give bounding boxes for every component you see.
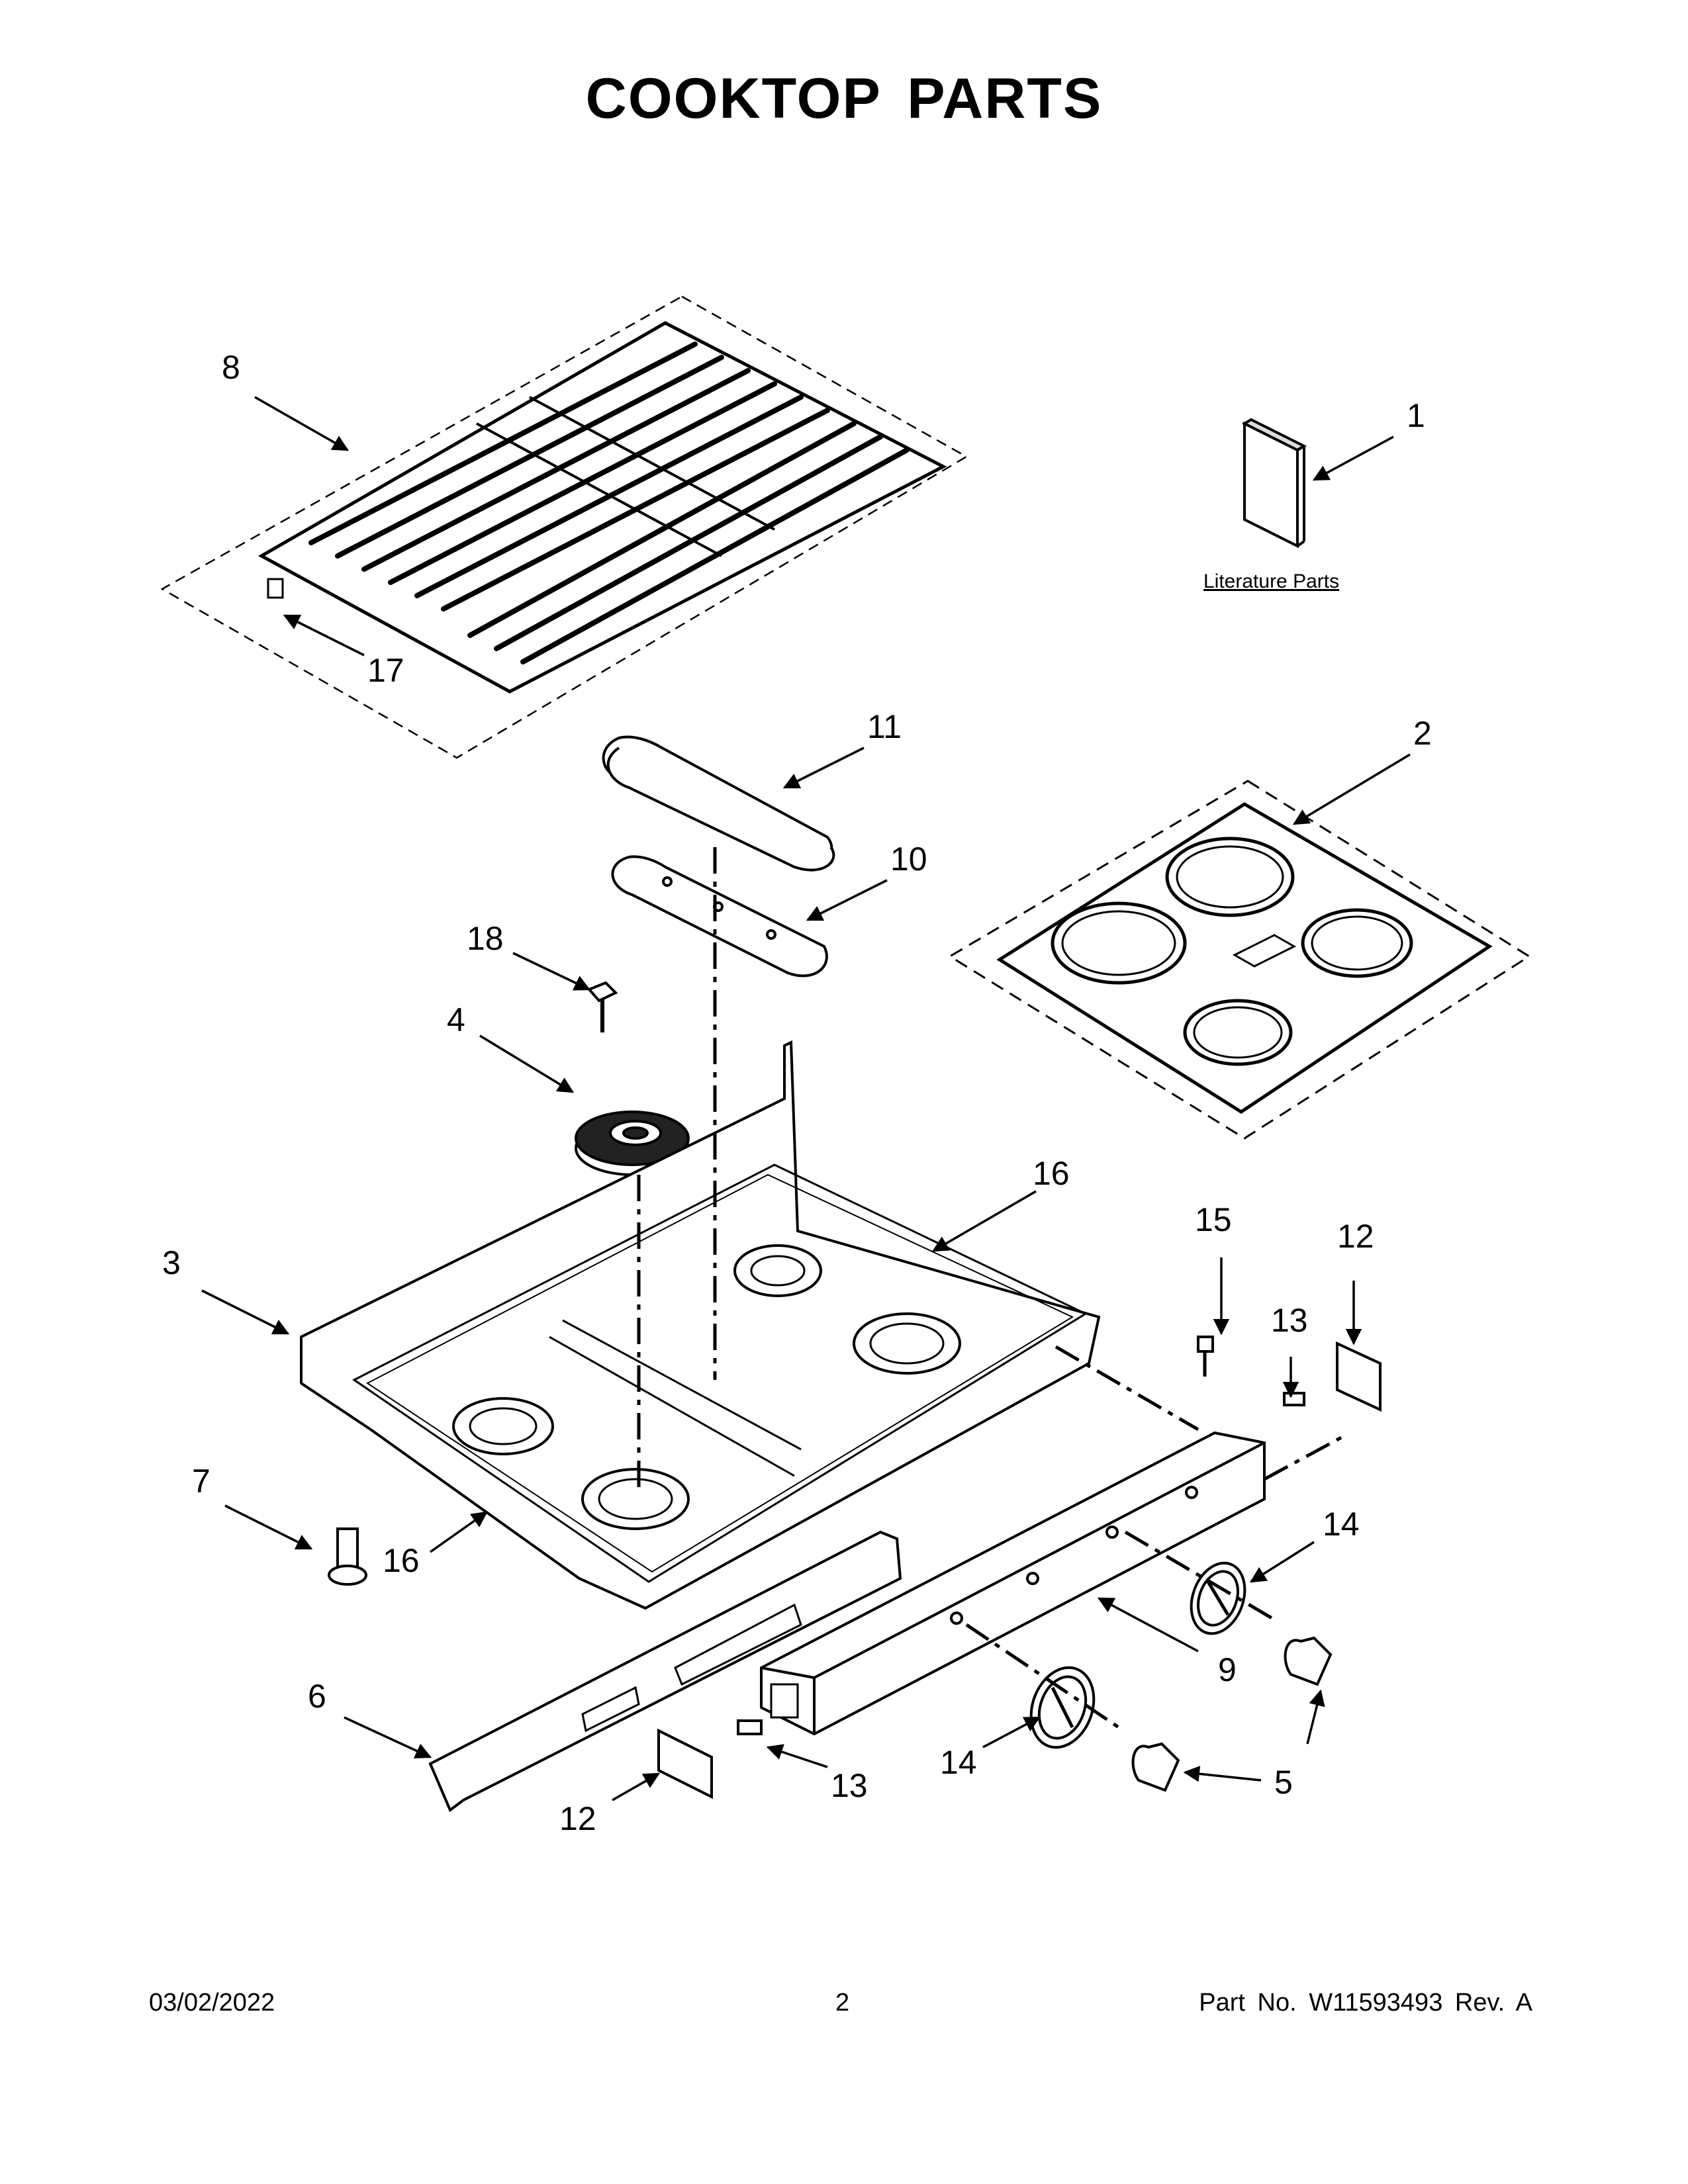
page-title: COOKTOP PARTS xyxy=(585,67,1103,130)
callout-18: 18 xyxy=(467,920,504,957)
callout-7: 7 xyxy=(192,1463,211,1500)
footer-date: 03/02/2022 xyxy=(149,1989,275,2017)
callout-8: 8 xyxy=(222,349,240,386)
callout-14-left: 14 xyxy=(940,1744,977,1781)
callout-1: 1 xyxy=(1407,397,1425,434)
burner-cover-plates xyxy=(602,735,835,978)
callout-17: 17 xyxy=(367,652,404,689)
callout-3: 3 xyxy=(162,1244,181,1281)
callout-16-bottom: 16 xyxy=(383,1542,420,1579)
callout-9: 9 xyxy=(1218,1651,1237,1688)
frame-rail xyxy=(428,1530,902,1813)
knobs-and-bezels xyxy=(1029,1561,1333,1792)
grate-part xyxy=(160,295,968,759)
literature-parts-label: Literature Parts xyxy=(1203,570,1339,592)
small-hardware xyxy=(328,1336,1382,1799)
alignment-lines xyxy=(637,847,1345,1729)
callout-5: 5 xyxy=(1274,1764,1293,1801)
callout-15: 15 xyxy=(1195,1201,1232,1238)
callout-14-right: 14 xyxy=(1323,1506,1360,1543)
callout-13-left: 13 xyxy=(831,1767,868,1804)
callout-12-left: 12 xyxy=(559,1800,596,1837)
callout-12-right: 12 xyxy=(1337,1218,1374,1255)
control-manifold xyxy=(760,1431,1266,1736)
leader-arrows xyxy=(201,396,1411,1801)
cooktop-tray xyxy=(300,1040,1101,1610)
callout-numbers: 8 17 1 Literature Parts 11 10 2 18 4 16 … xyxy=(162,349,1432,1837)
callout-2: 2 xyxy=(1413,715,1432,752)
callout-16-top: 16 xyxy=(1033,1155,1070,1192)
callout-10: 10 xyxy=(890,841,927,878)
footer-part-number: Part No. W11593493 Rev. A xyxy=(1199,1989,1532,2017)
callout-11: 11 xyxy=(867,708,902,745)
literature-booklet xyxy=(1241,418,1307,549)
callout-4: 4 xyxy=(447,1001,465,1038)
glass-cooktop xyxy=(948,780,1531,1140)
footer-page-number: 2 xyxy=(835,1989,850,2017)
callout-13-right: 13 xyxy=(1271,1302,1308,1339)
burner-and-screw xyxy=(575,981,690,1176)
callout-6: 6 xyxy=(308,1678,326,1715)
